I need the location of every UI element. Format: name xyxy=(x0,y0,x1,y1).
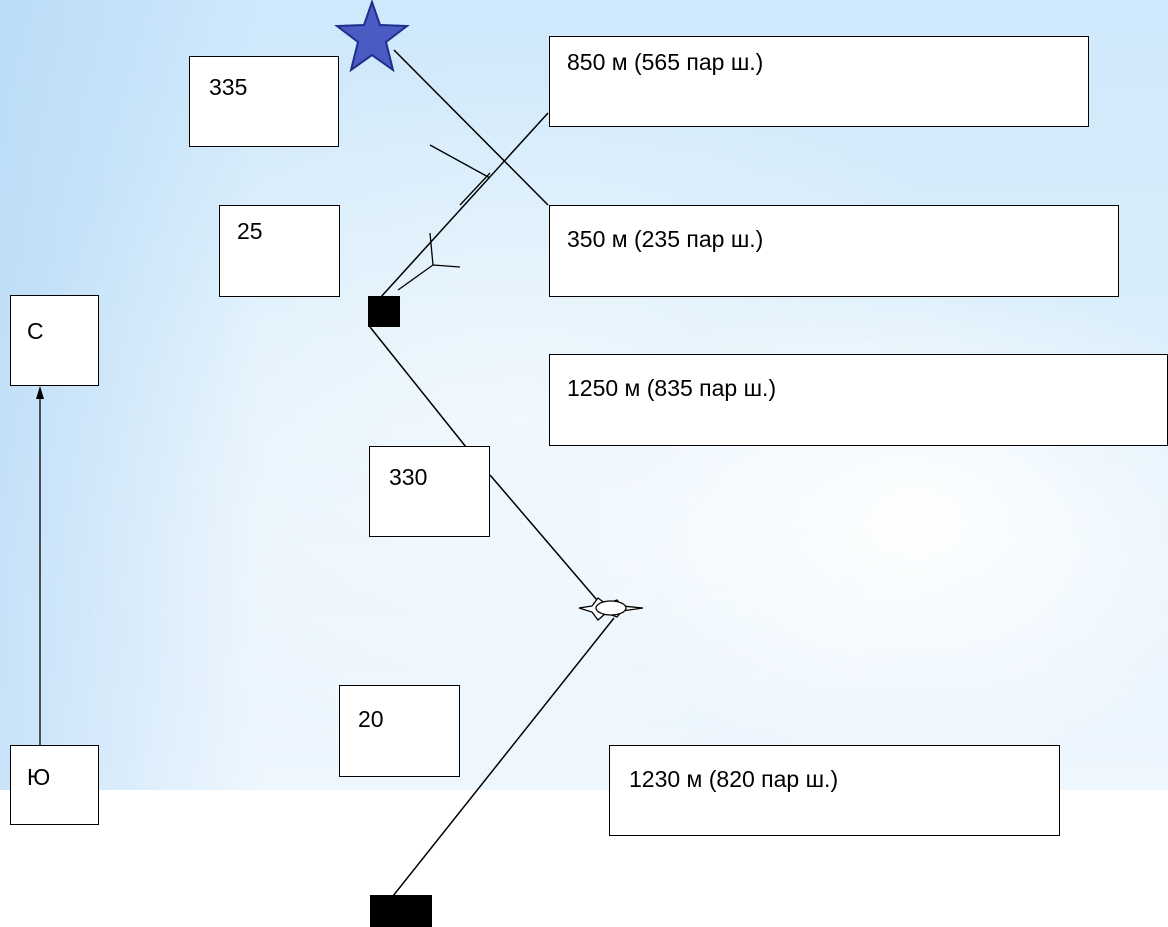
azimuth-box-1: 335 xyxy=(189,56,339,147)
black-rectangle-icon xyxy=(370,895,432,927)
route-segment-5 xyxy=(392,617,615,897)
distance-label-4: 1230 м (820 пар ш.) xyxy=(629,766,839,792)
branch-tick-1 xyxy=(429,232,434,266)
azimuth-box-4: 20 xyxy=(339,685,460,777)
azimuth-label-2: 25 xyxy=(237,218,263,244)
black-square-icon xyxy=(368,296,400,327)
distance-label-3: 1250 м (835 пар ш.) xyxy=(567,375,777,401)
arrow-up-icon xyxy=(36,386,44,399)
distance-box-3: 1250 м (835 пар ш.) xyxy=(549,354,1168,446)
distance-box-1: 850 м (565 пар ш.) xyxy=(549,36,1089,127)
azimuth-box-2: 25 xyxy=(219,205,340,297)
branch-tick-2 xyxy=(432,264,461,268)
distance-label-1: 850 м (565 пар ш.) xyxy=(567,49,764,75)
north-label: С xyxy=(27,318,44,344)
south-label-box: Ю xyxy=(10,745,99,825)
route-segment-2 xyxy=(379,112,549,299)
route-segment-3 xyxy=(369,326,467,448)
distance-box-4: 1230 м (820 пар ш.) xyxy=(609,745,1060,836)
north-label-box: С xyxy=(10,295,99,386)
south-label: Ю xyxy=(27,764,51,790)
branch-tick-3 xyxy=(397,264,434,291)
crossing-tick-1 xyxy=(429,144,491,179)
crossing-tick-2 xyxy=(459,172,491,206)
azimuth-label-4: 20 xyxy=(358,706,384,732)
azimuth-label-3: 330 xyxy=(389,464,428,490)
sun-icon xyxy=(578,597,644,621)
route-segment-1 xyxy=(393,49,549,206)
distance-label-2: 350 м (235 пар ш.) xyxy=(567,226,764,252)
azimuth-label-1: 335 xyxy=(209,74,248,100)
route-segment-4 xyxy=(489,474,598,601)
star-icon xyxy=(334,0,410,73)
azimuth-box-3: 330 xyxy=(369,446,490,537)
distance-box-2: 350 м (235 пар ш.) xyxy=(549,205,1119,297)
